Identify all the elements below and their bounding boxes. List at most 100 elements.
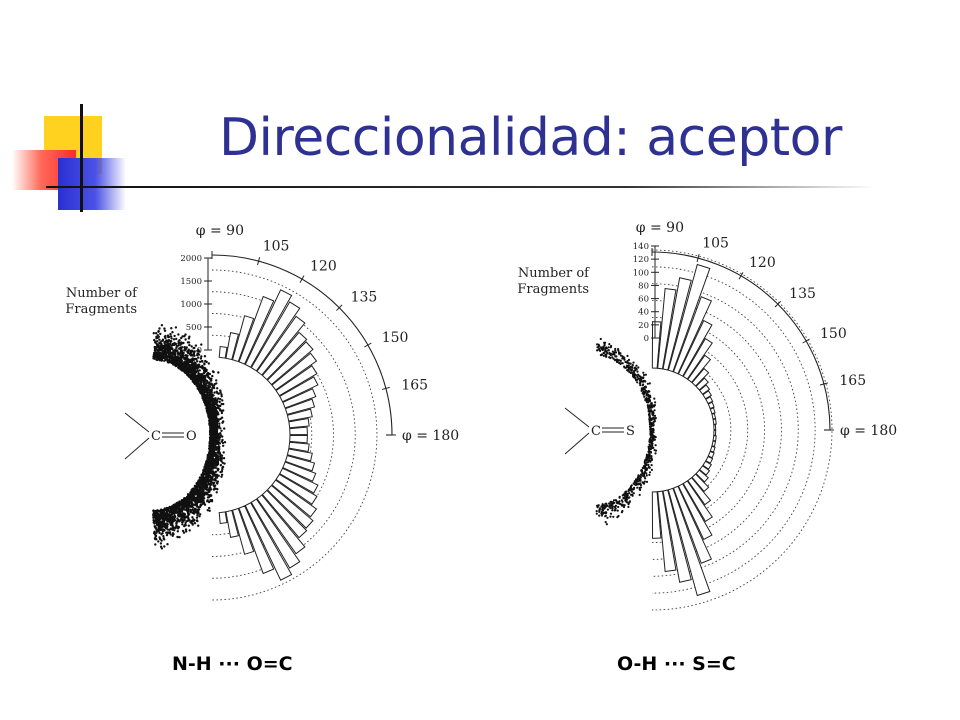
scatter-point <box>597 504 600 507</box>
scatter-point <box>155 527 158 530</box>
radial-tick-label: 100 <box>633 268 649 278</box>
scatter-point <box>624 499 627 502</box>
scatter-point <box>609 500 612 503</box>
scatter-point <box>602 351 605 354</box>
scatter-point <box>203 355 207 358</box>
scatter-point <box>628 366 632 369</box>
scatter-point <box>208 506 211 510</box>
blue-square-decoration <box>58 158 126 210</box>
scatter-point <box>604 348 607 351</box>
scatter-point <box>606 508 610 511</box>
scatter-point <box>599 349 602 352</box>
scatter-point <box>647 463 650 466</box>
bar-lower <box>284 454 316 472</box>
angle-tick-label: 150 <box>382 330 409 346</box>
angle-tick-label: 135 <box>789 286 816 302</box>
scatter-point <box>223 427 226 430</box>
angle-tick-label: φ = 90 <box>196 223 244 239</box>
scatter-point <box>616 509 619 512</box>
scatter-point <box>646 404 649 407</box>
scatter-point <box>623 358 626 361</box>
title-underline <box>46 186 876 188</box>
scatter-point <box>607 349 610 352</box>
scatter-point <box>223 462 226 465</box>
scatter-point <box>620 511 624 514</box>
atom-x-label: S <box>626 424 635 439</box>
scatter-point <box>600 512 603 515</box>
bar-upper <box>250 301 301 372</box>
scatter-point <box>626 496 629 499</box>
scatter-point <box>165 533 169 537</box>
bar-lower <box>256 494 306 555</box>
scatter-point <box>598 514 601 517</box>
scatter-point <box>219 427 222 430</box>
scatter-point <box>626 360 629 363</box>
scatter-point <box>606 516 609 519</box>
bar-lower <box>709 445 716 453</box>
scatter-point <box>642 383 645 386</box>
scatter-point <box>622 497 625 500</box>
scatter-point <box>612 499 616 502</box>
scatter-point <box>639 488 642 491</box>
scatter-point <box>609 512 613 515</box>
bar-lower <box>231 507 255 555</box>
scatter-point <box>632 488 635 491</box>
scatter-point <box>647 390 650 393</box>
scatter-point <box>207 500 211 504</box>
bar-lower <box>713 429 717 436</box>
scatter-point <box>629 489 632 492</box>
scatter-point <box>620 499 624 502</box>
scatter-point <box>604 512 608 515</box>
scatter-point <box>624 493 628 496</box>
scatter-point <box>618 502 622 505</box>
scatter-point <box>602 354 605 357</box>
scatter-point <box>172 338 176 341</box>
scatter-point <box>595 512 598 515</box>
scatter-point <box>604 521 607 524</box>
scatter-point <box>653 405 656 408</box>
scatter-point <box>152 332 155 335</box>
bar-lower <box>711 440 717 447</box>
bar-lower <box>279 467 319 494</box>
scatter-point <box>648 466 651 469</box>
scatter-point <box>633 376 636 379</box>
angle-tick-label: 135 <box>351 289 378 305</box>
scatter-point <box>648 453 651 456</box>
scatter-point <box>615 360 619 363</box>
scatter-point <box>600 353 603 357</box>
angle-tick <box>299 275 305 283</box>
scatter-point <box>614 351 618 354</box>
scatter-point <box>599 337 602 341</box>
scatter-point <box>654 452 657 455</box>
scatter-point <box>653 397 656 400</box>
scatter-point <box>641 466 644 470</box>
scatter-point <box>613 509 616 512</box>
angle-tick-label: 120 <box>310 258 337 274</box>
scatter-point <box>630 371 633 374</box>
scatter-point <box>605 523 609 526</box>
scatter-point <box>200 355 203 358</box>
scatter-point <box>643 475 646 478</box>
scatter-point <box>642 373 646 377</box>
scatter-point <box>652 421 655 424</box>
scatter-point <box>619 362 623 365</box>
scatter-point <box>651 410 654 413</box>
scatter-point <box>639 486 643 489</box>
scatter-point <box>617 514 620 518</box>
scatter-point <box>649 396 652 399</box>
scatter-point <box>216 387 219 390</box>
bar-upper <box>713 424 717 431</box>
angle-tick-label: φ = 90 <box>636 220 684 236</box>
scatter-point <box>650 402 653 405</box>
scatter-point <box>644 466 647 469</box>
scatter-point <box>636 381 639 384</box>
scatter-point <box>649 433 652 436</box>
scatter-point <box>654 444 657 447</box>
scatter-point <box>206 384 210 387</box>
bar-upper <box>712 418 717 425</box>
scatter-point <box>626 365 629 368</box>
scatter-point <box>647 460 650 464</box>
axis-title: Fragments <box>517 282 589 297</box>
bar-lower <box>275 473 318 505</box>
scatter-point <box>648 455 651 458</box>
